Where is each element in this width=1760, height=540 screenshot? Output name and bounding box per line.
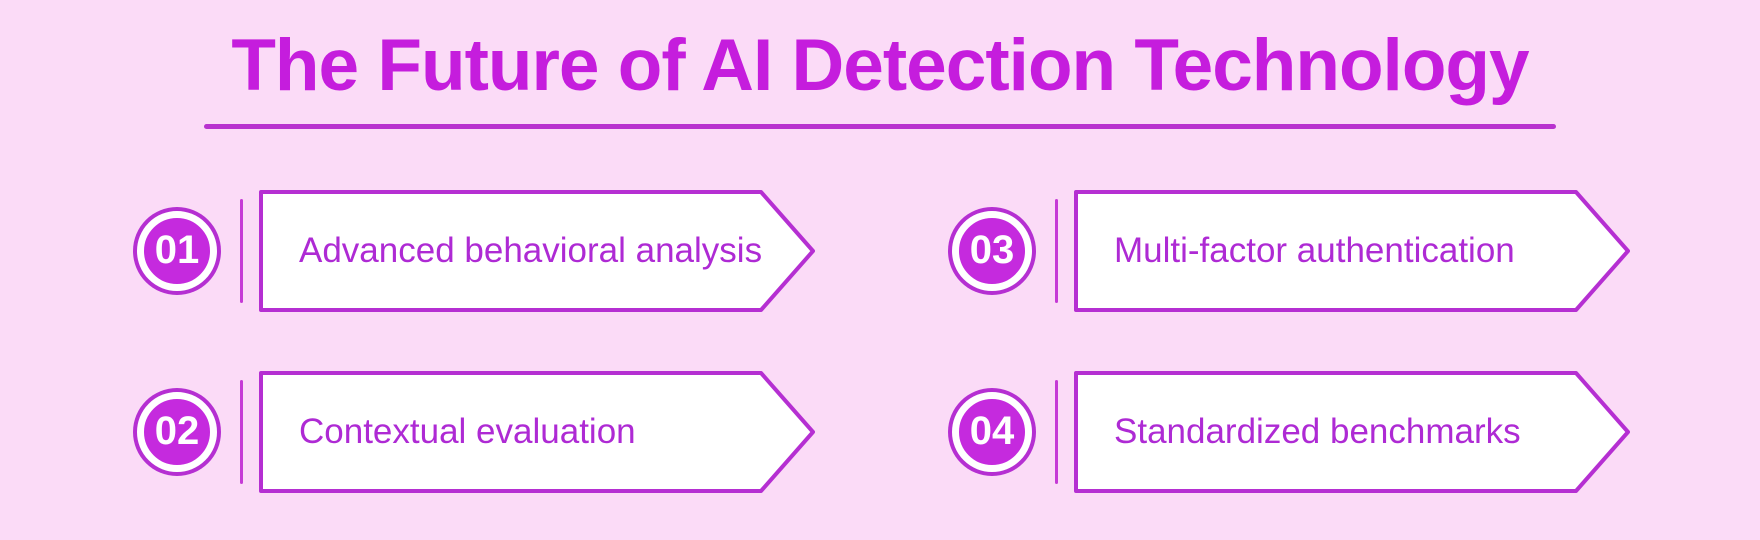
arrow-shape [1074,371,1630,493]
item-number-badge: 04 [948,388,1036,476]
item-label: Standardized benchmarks [1114,412,1521,451]
item-number-badge: 03 [948,207,1036,295]
item-advanced-behavioral-analysis: 01 Advanced behavioral analysis [133,190,833,312]
badge-number: 04 [969,409,1015,453]
arrow-shape [259,371,815,493]
item-divider-line [1055,380,1058,484]
arrow-pennant-icon [1074,371,1630,493]
item-label: Multi-factor authentication [1114,231,1515,270]
item-number-badge: 01 [133,207,221,295]
badge-circle: 04 [952,392,1032,472]
item-label: Advanced behavioral analysis [299,231,763,270]
arrow-shape [259,190,815,312]
badge-circle: 02 [137,392,217,472]
title-underline [204,124,1556,129]
badge-circle: 03 [952,211,1032,291]
arrow-pennant-icon [259,371,815,493]
item-label: Contextual evaluation [299,412,636,451]
arrow-shape [1074,190,1630,312]
item-contextual-evaluation: 02 Contextual evaluation [133,371,833,493]
arrow-pennant-icon [1074,190,1630,312]
item-standardized-benchmarks: 04 Standardized benchmarks [948,371,1648,493]
item-divider-line [240,380,243,484]
badge-number: 01 [154,228,200,272]
badge-circle: 01 [137,211,217,291]
item-divider-line [1055,199,1058,303]
item-divider-line [240,199,243,303]
item-multi-factor-authentication: 03 Multi-factor authentication [948,190,1648,312]
badge-number: 03 [969,228,1015,272]
page-title: The Future of AI Detection Technology [231,25,1529,106]
arrow-pennant-icon [259,190,815,312]
item-number-badge: 02 [133,388,221,476]
badge-number: 02 [154,409,200,453]
